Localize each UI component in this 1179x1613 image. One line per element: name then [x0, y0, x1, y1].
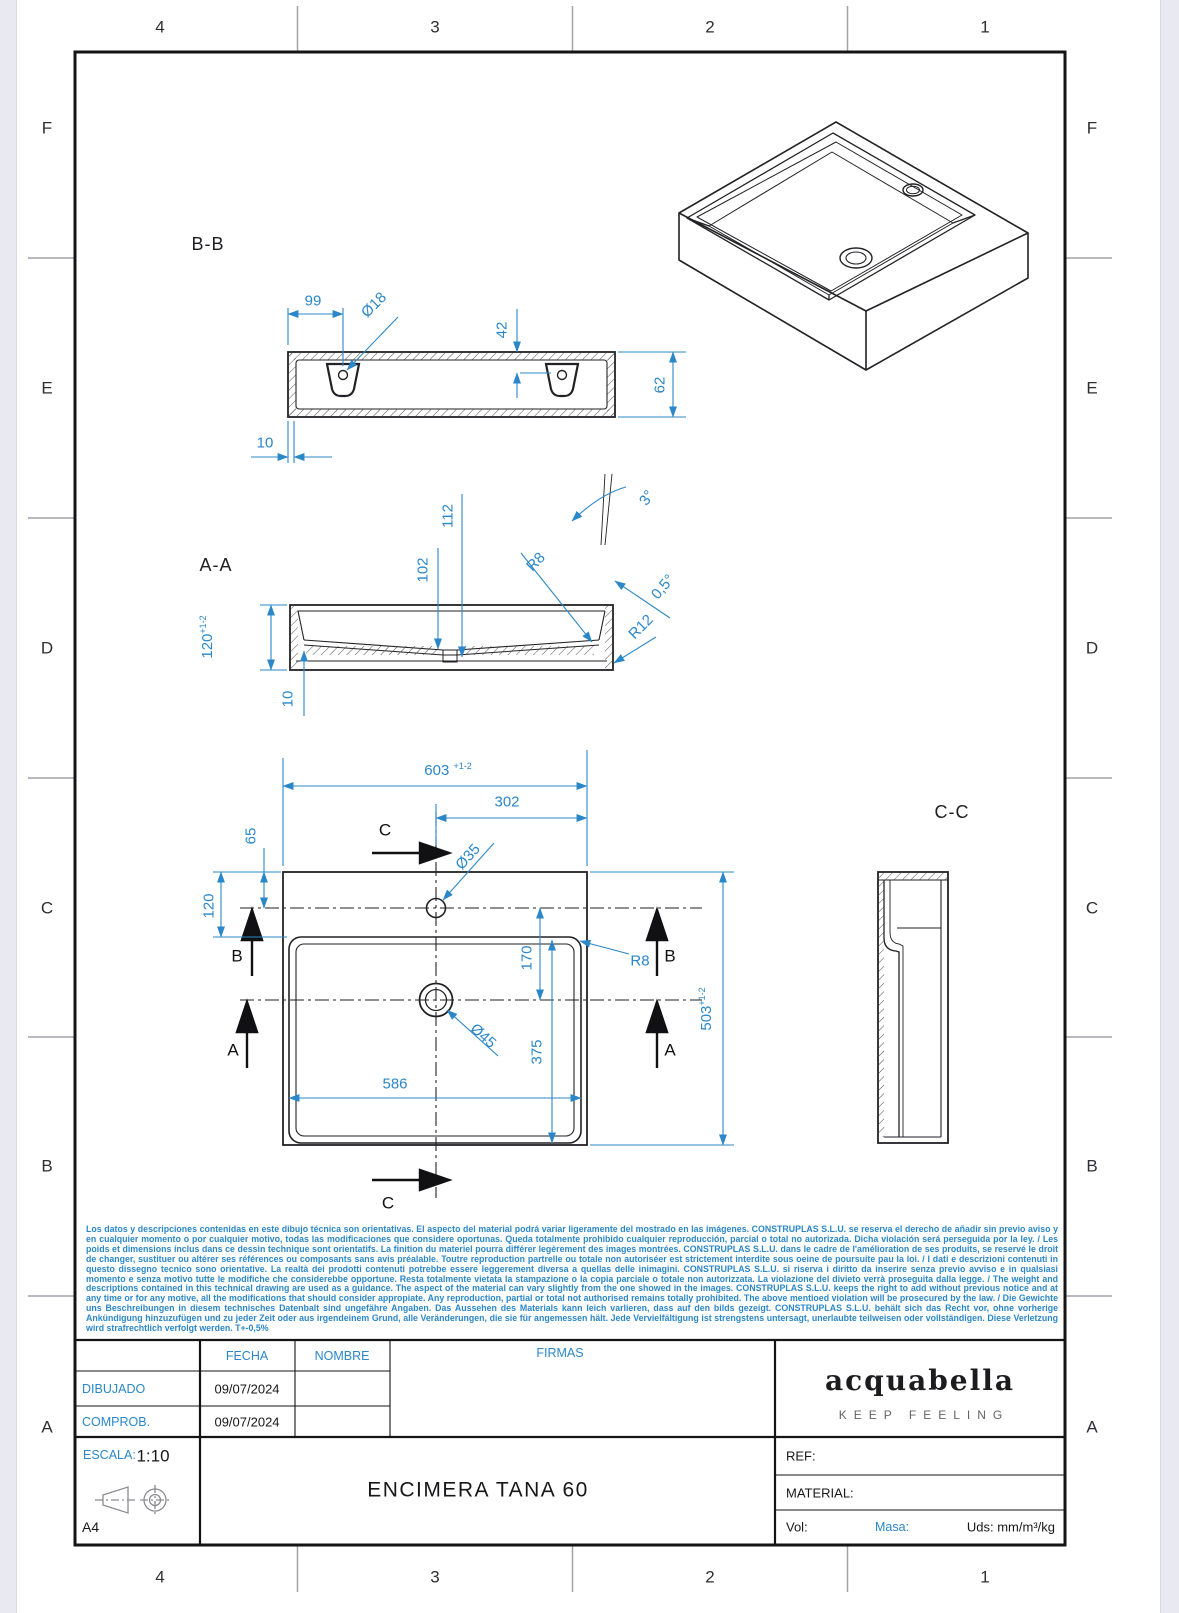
view-label-aa: A-A — [199, 555, 233, 575]
dim-10-floor: 10 — [279, 690, 297, 708]
ref-label: REF: — [786, 1448, 816, 1464]
zone-col-label: 4 — [155, 1567, 165, 1587]
escala-value: 1:10 — [136, 1446, 170, 1466]
dim-65: 65 — [242, 827, 260, 845]
view-label-cc: C-C — [934, 802, 970, 822]
dim-120-tol: 120+1-2 — [198, 615, 216, 659]
brand-logo-text: acquabella — [824, 1364, 1016, 1397]
dim-99: 99 — [304, 292, 322, 310]
view-label-bb: B-B — [191, 234, 225, 254]
masa-label: Masa: — [875, 1519, 910, 1534]
zone-row-label: E — [1086, 378, 1098, 398]
section-bb-geometry — [287, 351, 616, 418]
section-cc-geometry — [877, 871, 949, 1144]
zone-row-label: D — [40, 638, 54, 658]
zone-row-label: C — [1085, 898, 1099, 918]
date-dibujado: 09/07/2024 — [214, 1381, 280, 1397]
dim-302: 302 — [494, 793, 520, 811]
date-comprob: 09/07/2024 — [214, 1414, 280, 1430]
title-block-grid — [75, 1338, 1065, 1545]
zone-col-label: 4 — [155, 17, 165, 37]
zone-col-label: 3 — [430, 1567, 440, 1587]
section-letter-b-right: B — [664, 946, 676, 966]
header-fecha: FECHA — [225, 1348, 269, 1363]
zone-ticks — [28, 6, 1112, 1592]
dim-r8-plan: R8 — [630, 952, 650, 970]
zone-row-label: B — [41, 1156, 53, 1176]
dim-170: 170 — [518, 945, 536, 971]
plan-section-arrows — [235, 841, 669, 1192]
header-nombre: NOMBRE — [314, 1348, 370, 1363]
section-letter-c-bottom: C — [381, 1193, 395, 1213]
drawing-title: ENCIMERA TANA 60 — [367, 1478, 589, 1502]
dim-102: 102 — [414, 557, 432, 583]
zone-row-label: F — [41, 118, 53, 138]
dim-112: 112 — [439, 504, 457, 528]
escala-label: ESCALA: — [83, 1447, 136, 1462]
dim-586: 586 — [382, 1075, 408, 1093]
page-left-gutter — [0, 0, 17, 1613]
section-letter-a-left: A — [227, 1040, 239, 1060]
section-aa-geometry — [289, 473, 614, 671]
header-firmas: FIRMAS — [536, 1345, 584, 1360]
projection-symbol-icon — [95, 1485, 170, 1515]
dim-62: 62 — [651, 376, 669, 394]
zone-col-label: 2 — [705, 17, 715, 37]
dim-375: 375 — [528, 1039, 546, 1065]
sheet-size-label: A4 — [82, 1519, 100, 1535]
zone-col-label: 1 — [980, 17, 990, 37]
zone-row-label: E — [41, 378, 53, 398]
section-bb-dimensions — [251, 308, 686, 463]
sheet-frame-border — [73, 50, 1067, 1547]
dim-120-plan: 120 — [200, 893, 218, 919]
row-label-comprob: COMPROB. — [82, 1414, 151, 1429]
zone-col-label: 2 — [705, 1567, 715, 1587]
page-right-gutter — [1160, 0, 1179, 1613]
zone-col-label: 3 — [430, 17, 440, 37]
zone-row-label: D — [1085, 638, 1099, 658]
isometric-view — [678, 121, 1029, 371]
zone-row-label: C — [40, 898, 54, 918]
plan-view-geometry — [240, 812, 702, 1198]
zone-row-label: F — [1086, 118, 1098, 138]
plan-view-dimensions — [213, 750, 734, 1146]
dim-503-tol: 503+1-2 — [697, 987, 715, 1031]
zone-row-label: A — [41, 1417, 53, 1437]
zone-col-label: 1 — [980, 1567, 990, 1587]
brand-tagline: KEEP FEELING — [838, 1408, 1010, 1422]
section-aa-dimensions — [260, 486, 671, 716]
vol-label: Vol: — [786, 1519, 808, 1535]
zone-row-label: B — [1086, 1156, 1098, 1176]
legal-disclaimer-text: Los datos y descripciones contenidas en … — [86, 1224, 1058, 1334]
dim-603-tol: 603 +1-2 — [424, 761, 472, 779]
dim-10-wall: 10 — [256, 434, 274, 452]
uds-label: Uds: mm/m³/kg — [966, 1519, 1055, 1535]
section-letter-a-right: A — [664, 1040, 676, 1060]
section-letter-c-top: C — [378, 820, 392, 840]
zone-row-label: A — [1086, 1417, 1098, 1437]
row-label-dibujado: DIBUJADO — [82, 1381, 146, 1396]
section-letter-b-left: B — [231, 946, 243, 966]
dim-42: 42 — [493, 321, 511, 339]
material-label: MATERIAL: — [786, 1485, 854, 1501]
